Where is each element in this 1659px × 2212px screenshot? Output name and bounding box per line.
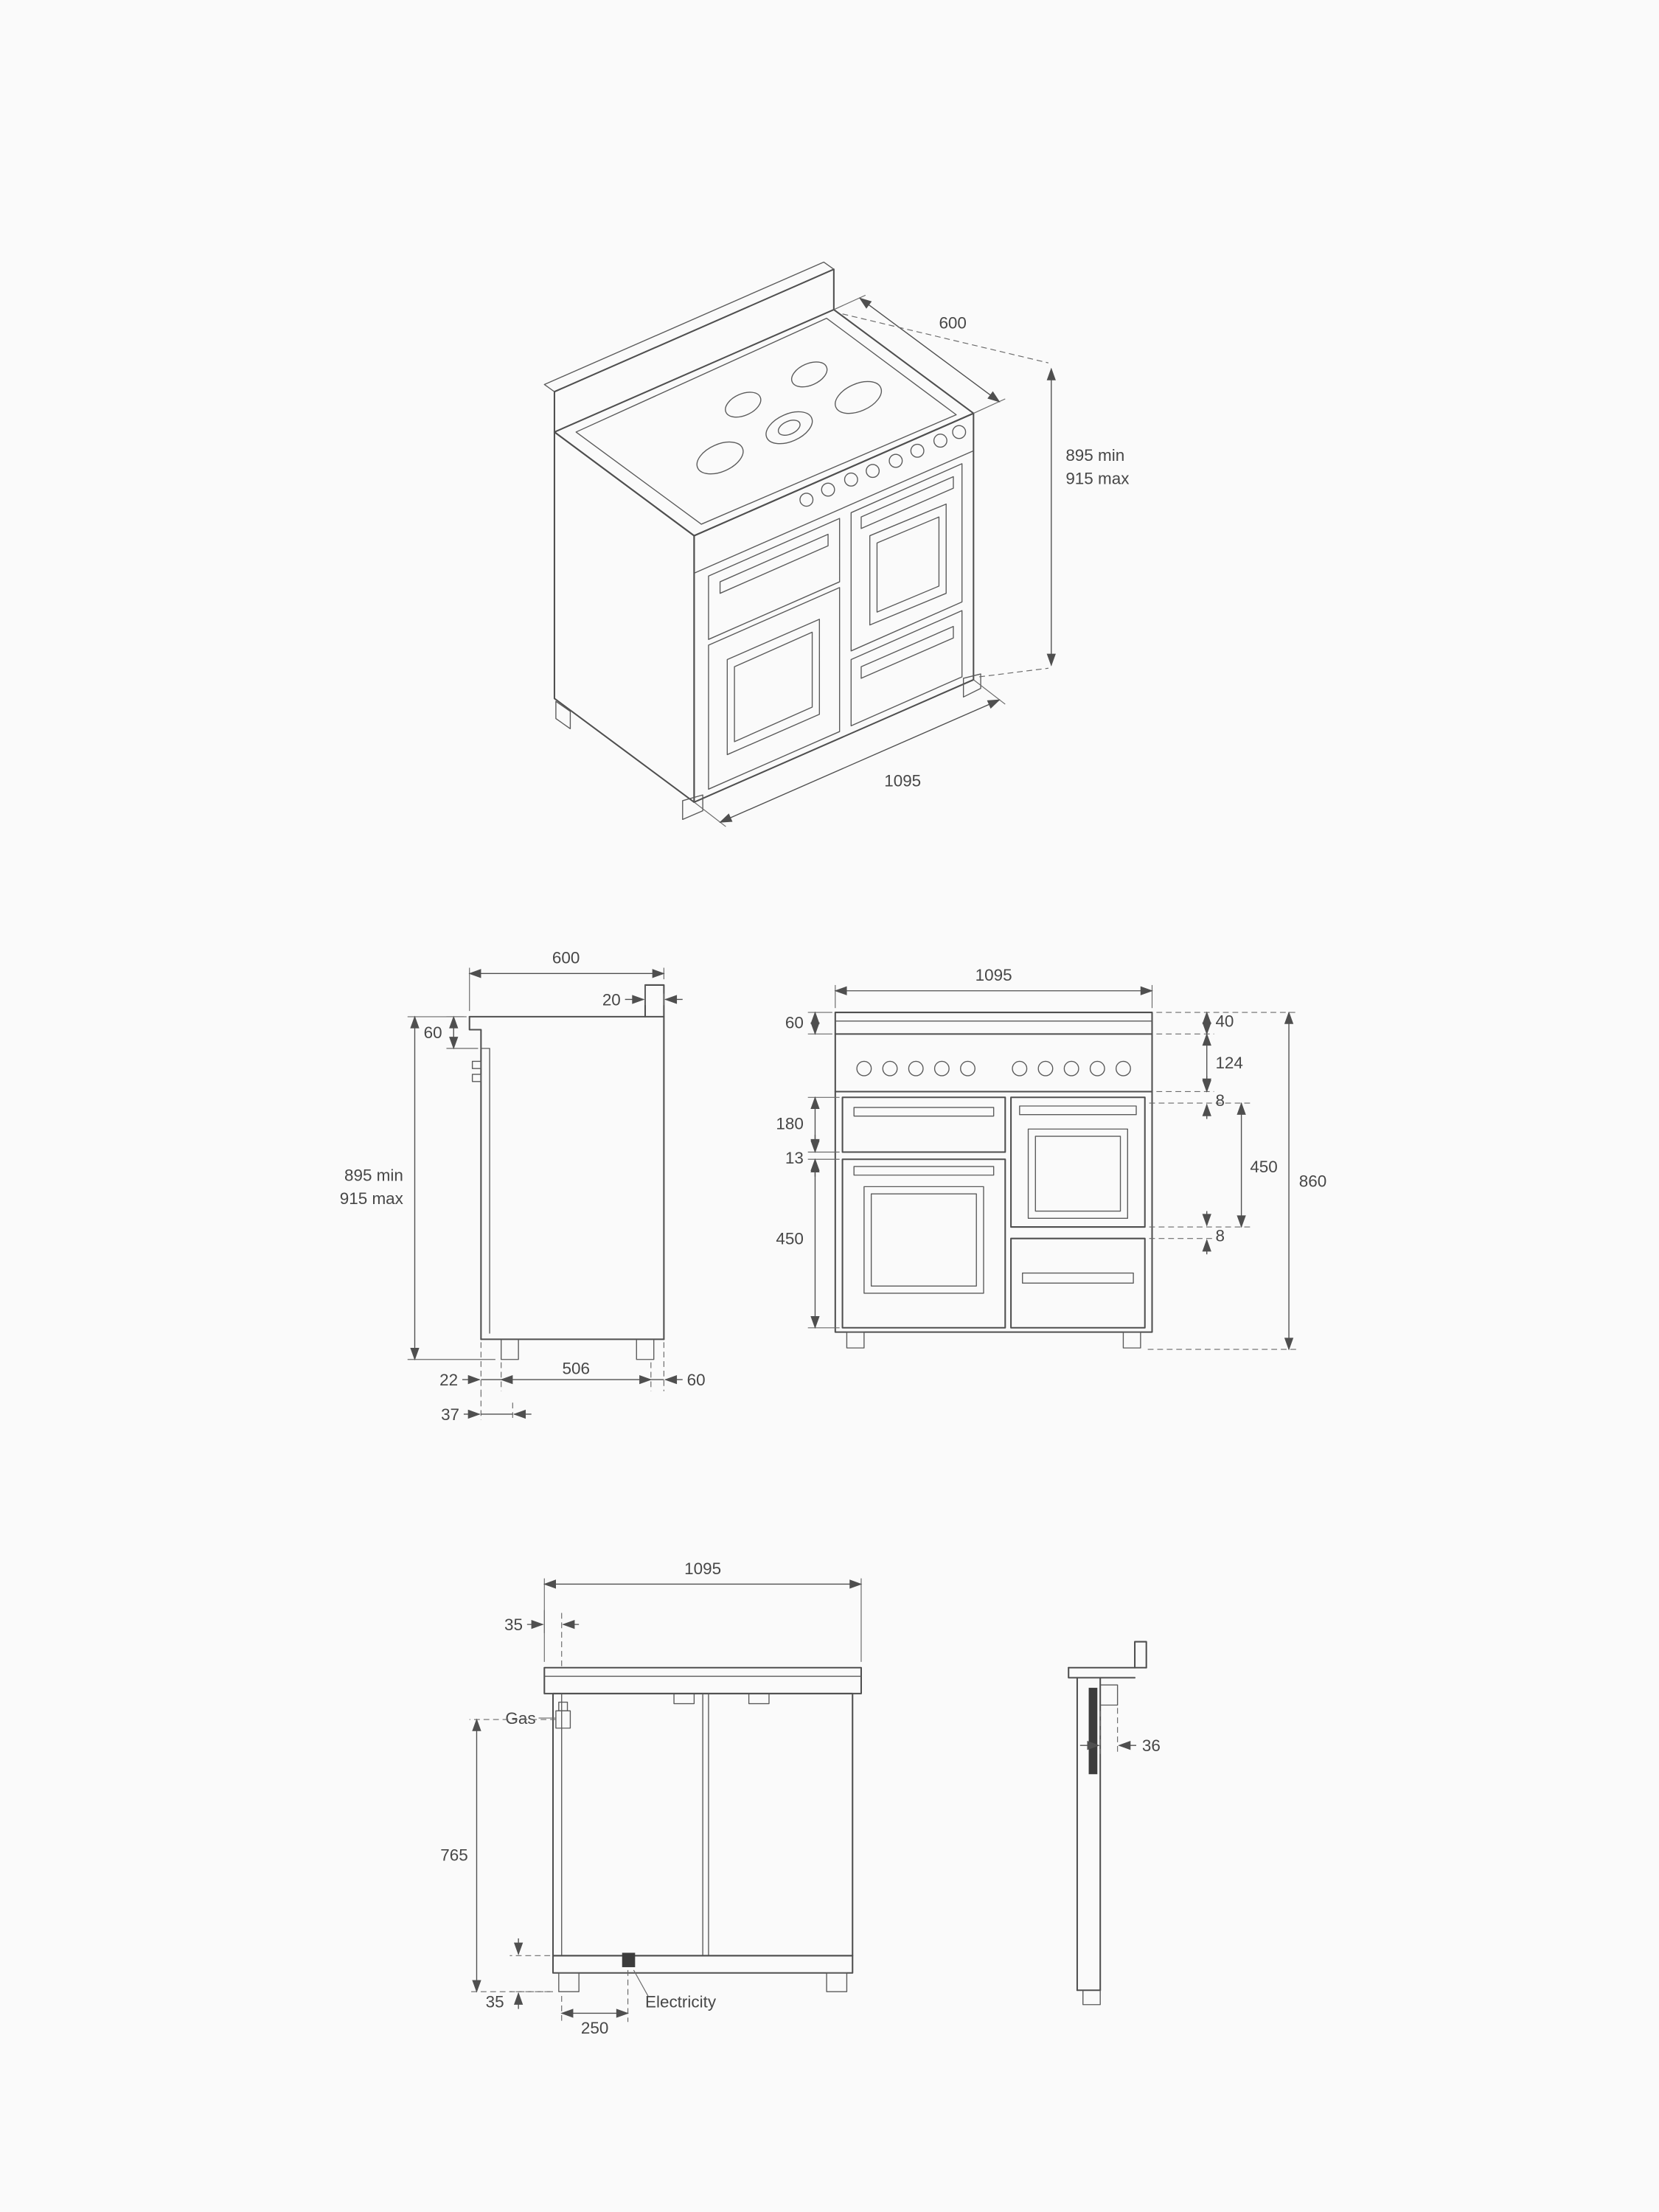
gas-pipe xyxy=(1088,1688,1098,1775)
iso-oven-doors xyxy=(708,463,963,790)
back-dimensions: 1095 35 Gas 765 35 250 xyxy=(440,1559,863,2037)
side-splash-label: 20 xyxy=(602,990,621,1009)
iso-hob-burners xyxy=(696,361,883,475)
front-gap-top-label: 8 xyxy=(1215,1091,1225,1110)
iso-height-min-label: 895 min xyxy=(1065,446,1124,465)
side-rear-gap-label: 60 xyxy=(687,1371,706,1389)
iso-height-max-label: 915 max xyxy=(1065,469,1129,487)
side-fascia-label: 60 xyxy=(424,1023,442,1042)
back-gas-height-label: 765 xyxy=(440,1846,467,1864)
back-outline xyxy=(543,1666,862,1992)
front-top-right-label: 40 xyxy=(1215,1012,1234,1031)
iso-width-label: 1095 xyxy=(884,771,921,790)
front-gap-mid-label: 13 xyxy=(785,1149,804,1167)
front-outline xyxy=(834,1012,1153,1349)
front-dimensions: 1095 60 180 13 450 xyxy=(776,966,1326,1351)
front-right-oven-label: 450 xyxy=(1250,1158,1277,1176)
profile-dimensions: 36 xyxy=(1079,1708,1161,1755)
iso-feet xyxy=(555,673,981,821)
back-base-height-label: 35 xyxy=(486,1993,504,2011)
front-grill-label: 180 xyxy=(776,1114,803,1133)
front-height-label: 860 xyxy=(1299,1172,1326,1190)
electricity-inlet xyxy=(622,1952,636,1967)
side-feet-span-label: 506 xyxy=(563,1359,590,1377)
front-knobs xyxy=(856,1060,1131,1077)
front-doors xyxy=(841,1096,1146,1329)
isometric-view: 600 895 min 915 max 1095 xyxy=(543,261,1129,827)
iso-dimensions: 600 895 min 915 max 1095 xyxy=(694,294,1129,827)
profile-spacer-label: 36 xyxy=(1142,1736,1161,1755)
side-front-gap-label: 22 xyxy=(439,1371,458,1389)
iso-cooker-outline xyxy=(543,261,975,803)
electricity-label: Electricity xyxy=(645,1993,717,2011)
rear-profile-view: 36 xyxy=(1068,1641,1161,2006)
side-dimensions: 600 20 60 895 min 915 max xyxy=(340,949,706,1424)
front-gap-bottom-label: 8 xyxy=(1215,1227,1225,1245)
side-outline xyxy=(468,984,665,1360)
gas-label: Gas xyxy=(505,1709,535,1728)
back-view: 1095 35 Gas 765 35 250 xyxy=(440,1559,863,2037)
front-control-panel-label: 124 xyxy=(1215,1054,1242,1072)
back-elec-offset-label: 250 xyxy=(581,2019,608,2037)
front-left-oven-label: 450 xyxy=(776,1230,803,1248)
side-height-max-label: 915 max xyxy=(340,1189,403,1208)
side-view: 600 20 60 895 min 915 max xyxy=(340,949,706,1424)
iso-control-knobs xyxy=(799,425,967,507)
gas-inlet xyxy=(558,1701,568,1711)
front-top-band-label: 60 xyxy=(785,1014,804,1032)
front-width-label: 1095 xyxy=(975,966,1012,984)
back-width-label: 1095 xyxy=(684,1559,721,1578)
front-view: 1095 60 180 13 450 xyxy=(776,966,1326,1351)
side-height-min-label: 895 min xyxy=(344,1166,403,1185)
profile-outline xyxy=(1068,1641,1147,2006)
side-depth-label: 600 xyxy=(552,949,580,967)
side-plinth-label: 37 xyxy=(441,1405,459,1424)
back-side-inset-label: 35 xyxy=(504,1615,523,1634)
iso-depth-label: 600 xyxy=(939,313,966,332)
